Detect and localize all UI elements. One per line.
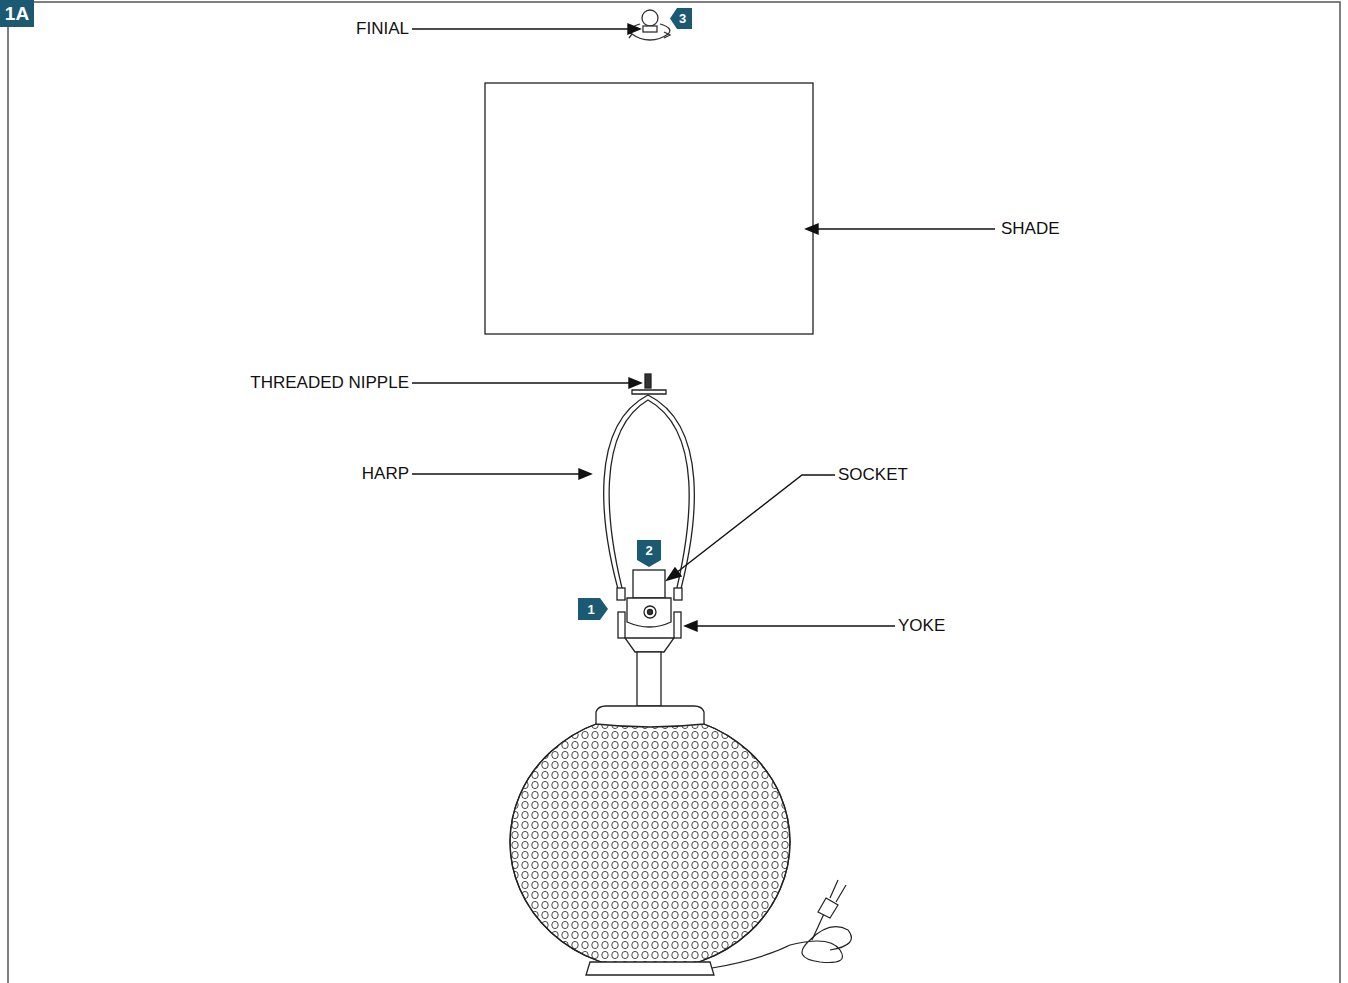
frame xyxy=(8,2,1340,983)
part-label: HARP xyxy=(362,464,409,484)
figure-tab: 1A xyxy=(0,0,34,27)
part-label: THREADED NIPPLE xyxy=(250,373,409,393)
finial xyxy=(628,10,670,40)
power-cord xyxy=(712,880,851,968)
lamp-base xyxy=(505,706,795,975)
part-label: YOKE xyxy=(898,616,945,636)
callout-number: 1 xyxy=(574,598,608,617)
figure-number: 1A xyxy=(0,0,34,24)
harp xyxy=(604,374,695,600)
callout-number: 3 xyxy=(673,8,692,26)
part-label: FINIAL xyxy=(356,19,409,39)
leader-lines xyxy=(412,24,995,631)
callout-tag: 3 xyxy=(670,8,692,29)
callout-tag: 2 xyxy=(637,540,661,567)
callout-number: 2 xyxy=(637,540,661,558)
socket-yoke xyxy=(618,570,681,706)
part-label: SOCKET xyxy=(838,465,908,485)
part-label: SHADE xyxy=(1001,219,1060,239)
shade xyxy=(485,83,813,334)
callout-tag: 1 xyxy=(578,598,608,620)
